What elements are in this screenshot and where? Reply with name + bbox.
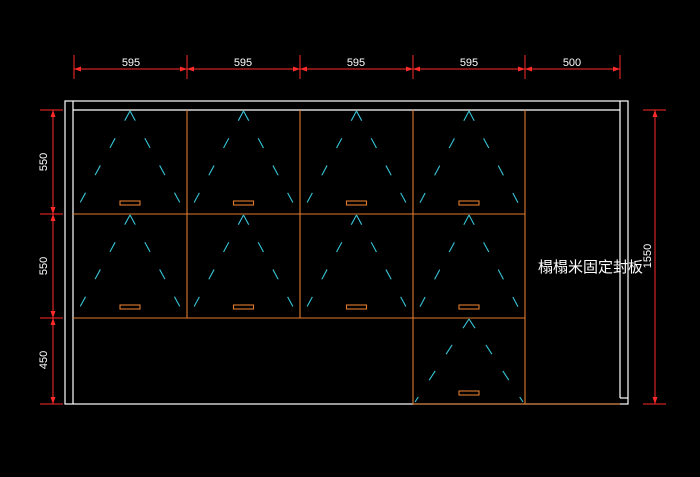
- fixed-panel-label: 榻榻米固定封板: [538, 258, 643, 276]
- door-swing-line: [356, 214, 412, 317]
- top-dim-text-4: 595: [460, 57, 478, 69]
- dimension-arrow: [187, 66, 194, 72]
- dimension-arrow: [652, 110, 658, 117]
- top-dim-text-2: 595: [234, 57, 252, 69]
- door-handle: [232, 304, 255, 310]
- top-dim-text-1: 595: [122, 57, 140, 69]
- door-swing-line: [129, 214, 186, 317]
- dimension-arrow: [613, 66, 620, 72]
- door-handles: [119, 200, 480, 396]
- dimension-arrow: [413, 66, 420, 72]
- door-swing-line: [468, 214, 524, 317]
- dimension-arrow: [406, 66, 413, 72]
- dimension-arrow: [50, 207, 56, 214]
- door-swing-line: [356, 110, 412, 213]
- dimension-annotations: [40, 55, 666, 405]
- door-swing-line: [301, 214, 357, 317]
- left-dim-text-3: 450: [38, 351, 50, 369]
- dimension-arrow: [50, 318, 56, 325]
- door-handle: [458, 200, 480, 206]
- door-swing-line: [414, 318, 470, 403]
- dimension-arrow: [518, 66, 525, 72]
- door-swing-line: [188, 110, 244, 213]
- dimension-arrow: [50, 110, 56, 117]
- door-swing-line: [468, 318, 524, 403]
- door-swing-line: [468, 110, 524, 213]
- dimension-arrow: [293, 66, 300, 72]
- door-handle: [119, 304, 141, 310]
- door-swing-indicators: [74, 110, 524, 403]
- dimension-arrow: [50, 214, 56, 221]
- dimension-texts: 595 595 595 595 500 550 550 450 1550: [38, 57, 654, 369]
- right-dim-text: 1550: [642, 244, 654, 268]
- left-dim-text-1: 550: [38, 153, 50, 171]
- door-handle: [232, 200, 255, 206]
- door-swing-line: [243, 110, 299, 213]
- door-swing-line: [74, 214, 131, 317]
- dimension-arrow: [50, 397, 56, 404]
- dimension-arrow: [50, 311, 56, 318]
- top-dim-text-3: 595: [347, 57, 365, 69]
- door-handle: [119, 200, 141, 206]
- left-dim-text-2: 550: [38, 257, 50, 275]
- door-swing-line: [414, 214, 470, 317]
- dimension-arrow: [652, 397, 658, 404]
- door-handle: [458, 304, 480, 310]
- door-handle: [345, 200, 368, 206]
- door-swing-line: [243, 214, 299, 317]
- door-swing-line: [188, 214, 244, 317]
- door-swing-line: [129, 110, 186, 213]
- dimension-arrow: [300, 66, 307, 72]
- door-swing-line: [301, 110, 357, 213]
- outer-frame-rect: [64, 100, 629, 405]
- door-swing-line: [414, 110, 470, 213]
- top-dim-text-5: 500: [563, 57, 581, 69]
- dimension-arrow: [525, 66, 532, 72]
- cabinet-division-lines: [73, 110, 620, 405]
- dimension-arrow: [74, 66, 81, 72]
- door-swing-line: [74, 110, 131, 213]
- door-handle: [345, 304, 368, 310]
- door-handle: [458, 390, 480, 396]
- dimension-arrow: [180, 66, 187, 72]
- cabinet-outer-frame: [64, 100, 629, 405]
